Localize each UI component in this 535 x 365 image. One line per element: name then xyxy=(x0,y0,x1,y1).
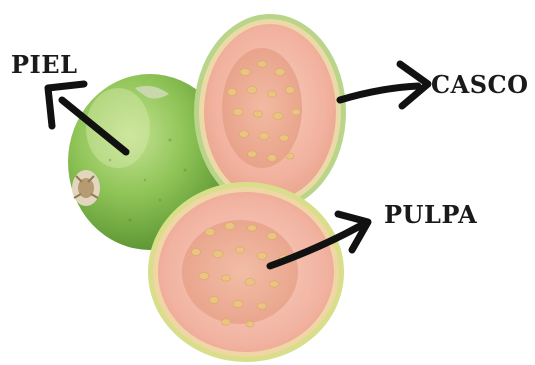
bottom-half-core xyxy=(182,220,298,324)
label-skin: PIEL xyxy=(11,50,77,79)
guava-half-top xyxy=(194,14,346,210)
calyx xyxy=(72,170,100,206)
guava-half-bottom xyxy=(148,182,344,362)
label-shell: CASCO xyxy=(431,70,529,99)
arrow-casco xyxy=(340,64,428,106)
label-pulp: PULPA xyxy=(384,200,477,229)
